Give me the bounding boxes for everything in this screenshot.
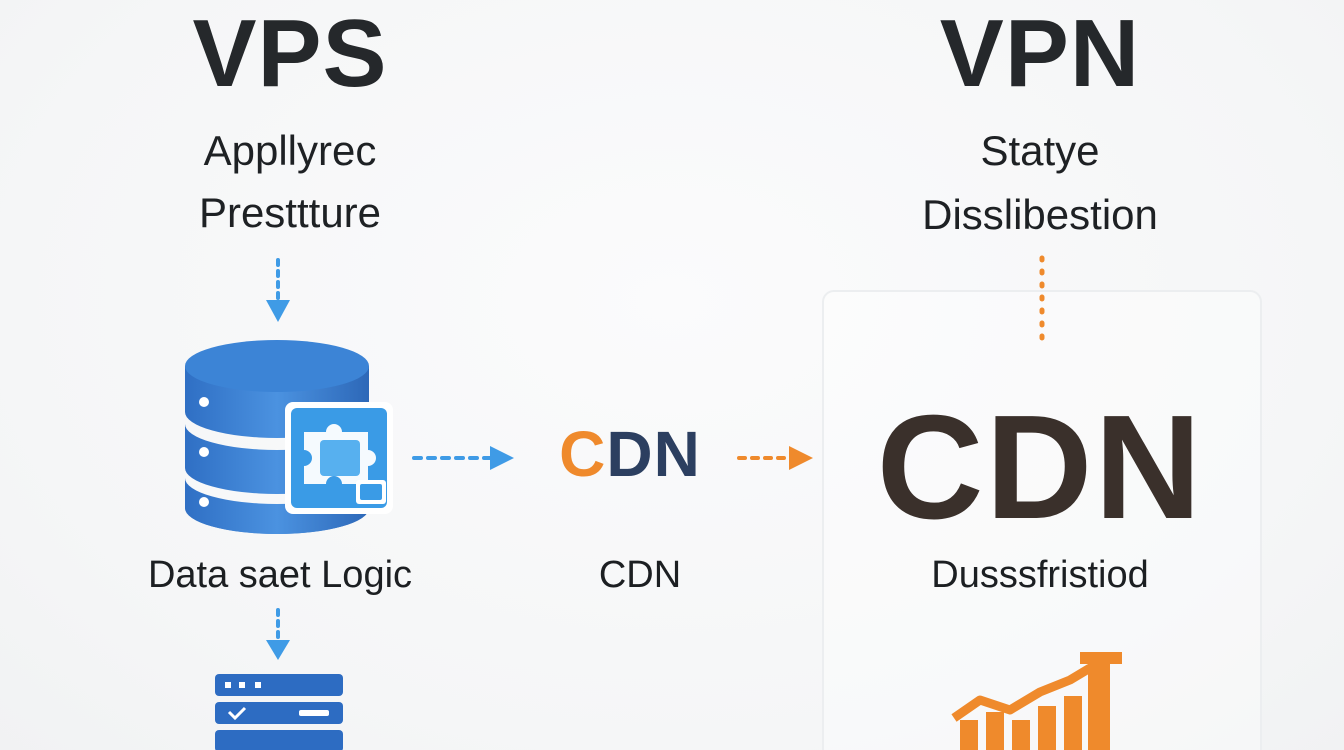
cdn-logo-rest: DN	[606, 418, 701, 490]
vpn-title: VPN	[939, 0, 1141, 107]
vps-title: VPS	[192, 0, 388, 107]
arrow-down-icon	[266, 608, 290, 660]
database-label: Data saet Logic	[147, 554, 413, 596]
distribution-label: Dusssfristiod	[931, 554, 1149, 596]
arrow-right-icon	[737, 446, 813, 470]
vps-subtitle-line2: Presttture	[198, 189, 382, 236]
arrow-down-icon	[266, 258, 290, 322]
database-icon	[185, 340, 393, 534]
cdn-label: CDN	[598, 554, 682, 596]
dotted-connector	[1039, 255, 1045, 347]
vps-subtitle-line1: Appllyrec	[203, 127, 377, 174]
bar-chart-icon	[951, 652, 1122, 750]
cdn-heading: CDN	[876, 385, 1204, 550]
vpn-subtitle-line2: Disslibestion	[922, 191, 1158, 238]
cdn-logo-c: C	[559, 418, 607, 490]
vpn-subtitle-line1: Statye	[980, 127, 1100, 174]
cdn-logo: CDN	[520, 422, 740, 486]
server-rack-icon	[215, 674, 343, 750]
cdn-panel	[822, 290, 1262, 750]
arrow-right-icon	[412, 446, 514, 470]
